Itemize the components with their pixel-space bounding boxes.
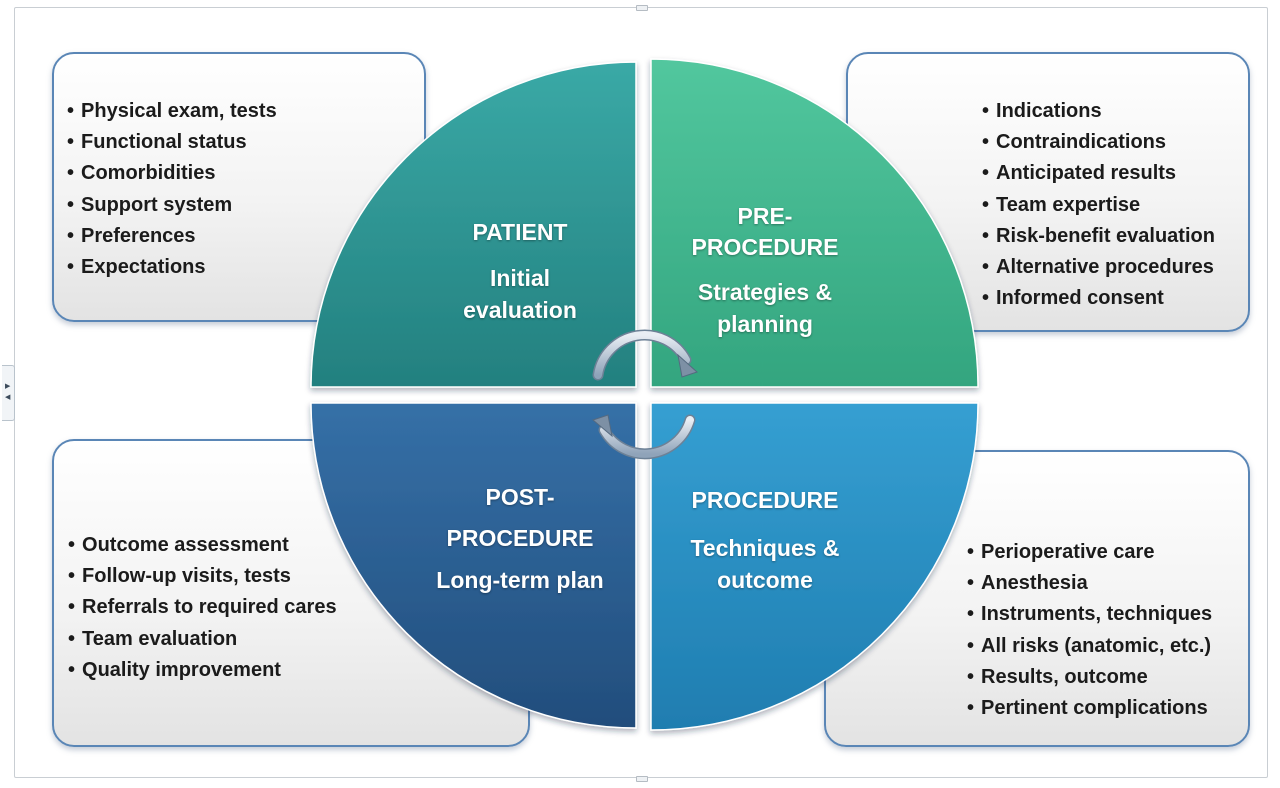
- resize-handle-bottom[interactable]: [636, 776, 648, 782]
- patient-heading: PATIENT: [472, 219, 568, 245]
- list-item: Anticipated results: [982, 158, 1215, 189]
- pre-procedure-subtitle-line2: planning: [717, 311, 813, 337]
- procedure-heading: PROCEDURE: [691, 487, 839, 513]
- list-item: Follow-up visits, tests: [68, 561, 337, 592]
- list-item: Quality improvement: [68, 655, 337, 686]
- list-item: Outcome assessment: [68, 530, 337, 561]
- post-procedure-label: POST- PROCEDURE Long-term plan: [425, 482, 615, 596]
- list-item: Preferences: [67, 221, 277, 252]
- patient-subtitle-line2: evaluation: [463, 297, 577, 323]
- procedure-subtitle-line2: outcome: [717, 567, 813, 593]
- list-item: Team evaluation: [68, 624, 337, 655]
- post-procedure-heading-line1: POST-: [485, 484, 555, 510]
- list-item: Informed consent: [982, 283, 1215, 314]
- pre-procedure-details-list: Indications Contraindications Anticipate…: [982, 96, 1215, 314]
- list-item: Physical exam, tests: [67, 96, 277, 127]
- list-item: Anesthesia: [967, 568, 1212, 599]
- list-item: Indications: [982, 96, 1215, 127]
- post-procedure-heading-line2: PROCEDURE: [446, 525, 594, 551]
- procedure-label: PROCEDURE Techniques & outcome: [680, 485, 850, 596]
- circular-arrows-icon: [591, 329, 698, 460]
- list-item: Contraindications: [982, 127, 1215, 158]
- post-procedure-quadrant: [310, 402, 637, 729]
- list-item: Functional status: [67, 127, 277, 158]
- patient-subtitle-line1: Initial: [489, 265, 551, 291]
- post-procedure-subtitle: Long-term plan: [436, 567, 604, 593]
- resize-handle-top[interactable]: [636, 5, 648, 11]
- list-item: Risk-benefit evaluation: [982, 221, 1215, 252]
- procedure-subtitle-line1: Techniques &: [690, 535, 840, 561]
- list-item: Pertinent complications: [967, 693, 1212, 724]
- pre-procedure-label: PRE- PROCEDURE Strategies & planning: [680, 201, 850, 340]
- patient-details-list: Physical exam, tests Functional status C…: [67, 96, 277, 283]
- list-item: Referrals to required cares: [68, 592, 337, 623]
- post-procedure-details-list: Outcome assessment Follow-up visits, tes…: [68, 530, 337, 686]
- procedure-quadrant: [650, 402, 979, 731]
- pre-procedure-subtitle-line1: Strategies &: [697, 279, 833, 305]
- list-item: Team expertise: [982, 190, 1215, 221]
- list-item: Alternative procedures: [982, 252, 1215, 283]
- patient-quadrant: [310, 61, 637, 388]
- list-item: Results, outcome: [967, 662, 1212, 693]
- list-item: Comorbidities: [67, 158, 277, 189]
- patient-label: PATIENT Initial evaluation: [445, 217, 595, 326]
- list-item: Perioperative care: [967, 537, 1212, 568]
- pre-procedure-heading-line2: PROCEDURE: [691, 234, 839, 260]
- list-item: Instruments, techniques: [967, 599, 1212, 630]
- pre-procedure-quadrant: [650, 58, 979, 388]
- procedure-details-list: Perioperative care Anesthesia Instrument…: [967, 537, 1212, 724]
- list-item: Expectations: [67, 252, 277, 283]
- pre-procedure-heading-line1: PRE-: [737, 203, 793, 229]
- list-item: Support system: [67, 190, 277, 221]
- list-item: All risks (anatomic, etc.): [967, 631, 1212, 662]
- expand-arrows-icon[interactable]: ▶ ◀: [2, 365, 15, 421]
